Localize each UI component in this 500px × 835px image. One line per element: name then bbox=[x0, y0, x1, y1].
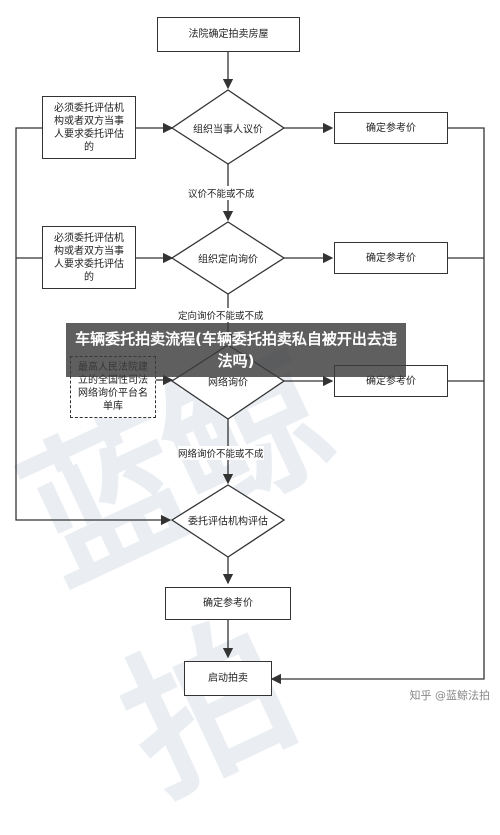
diamond-2-text: 组织定向询价 bbox=[198, 254, 258, 266]
source-credit: 知乎 @蓝鲸法拍 bbox=[409, 689, 491, 702]
start-node: 法院确定拍卖房屋 bbox=[157, 17, 300, 52]
left-note-2: 必须委托评估机构或者双方当事人要求委托评估的 bbox=[42, 226, 136, 289]
diamond-1-text: 组织当事人议价 bbox=[193, 124, 263, 136]
reference-price-box-1: 确定参考价 bbox=[334, 112, 448, 144]
left-note-1: 必须委托评估机构或者双方当事人要求委托评估的 bbox=[42, 96, 136, 159]
edge-label-1: 议价不能或不成 bbox=[188, 186, 255, 200]
diamond-4-text: 委托评估机构评估 bbox=[188, 516, 268, 528]
edge-label-3: 网络询价不能或不成 bbox=[178, 446, 264, 460]
reference-price-box-2: 确定参考价 bbox=[334, 242, 448, 274]
reference-price-box-4: 确定参考价 bbox=[165, 587, 291, 620]
title-banner: 车辆委托拍卖流程(车辆委托拍卖私自被开出去违法吗) bbox=[66, 323, 406, 377]
edge-label-2: 定向询价不能或不成 bbox=[178, 308, 264, 322]
diamond-3-text: 网络询价 bbox=[208, 377, 248, 389]
end-node: 启动拍卖 bbox=[184, 661, 272, 696]
